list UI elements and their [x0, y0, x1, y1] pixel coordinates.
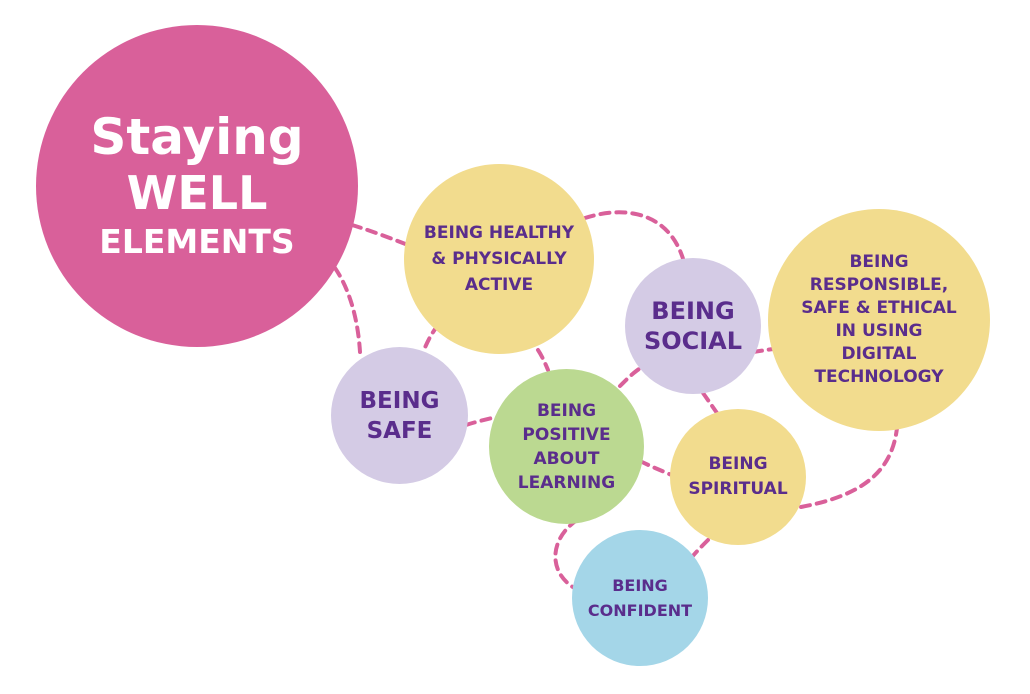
node-being-confident: BEING CONFIDENT: [572, 530, 708, 666]
connector-healthy-social: [583, 210, 686, 264]
connector-main-healthy: [350, 223, 410, 247]
node-digital-line: RESPONSIBLE,: [809, 275, 949, 295]
node-positive-line: LEARNING: [517, 472, 616, 493]
connector-spiritual-digital: [799, 426, 899, 509]
node-being-safe: BEING SAFE: [331, 347, 468, 484]
node-social-line: SOCIAL: [643, 327, 743, 355]
node-digital-line: SAFE & ETHICAL: [801, 298, 957, 318]
connector-positive-confident: [553, 518, 580, 592]
node-social-line: BEING: [651, 297, 735, 325]
node-being-social: BEING SOCIAL: [625, 258, 761, 394]
node-digital-line: DIGITAL: [841, 344, 917, 364]
node-digital-line: TECHNOLOGY: [814, 367, 944, 387]
node-main-line: Staying: [90, 108, 304, 166]
node-safe-line: SAFE: [366, 417, 433, 444]
connector-spiritual-confident: [690, 538, 710, 559]
node-positive-line: BEING: [536, 400, 597, 421]
node-positive-line: POSITIVE: [522, 424, 611, 445]
node-healthy-line: & PHYSICALLY: [431, 249, 567, 269]
connector-safe-positive: [464, 416, 494, 427]
node-confident-line: BEING: [612, 576, 668, 595]
node-spiritual-line: SPIRITUAL: [688, 479, 788, 499]
node-digital-line: IN USING: [835, 321, 923, 341]
connector-positive-spiritual: [638, 459, 676, 478]
node-spiritual-line: BEING: [708, 454, 768, 474]
node-digital-line: BEING: [849, 252, 909, 272]
node-safe-line: BEING: [359, 387, 440, 414]
connector-positive-social: [618, 365, 644, 388]
node-positive-line: ABOUT: [533, 448, 600, 469]
node-main-line: ELEMENTS: [99, 222, 295, 261]
node-main-line: WELL: [126, 166, 268, 220]
node-being-healthy: BEING HEALTHY & PHYSICALLY ACTIVE: [404, 164, 594, 354]
connector-healthy-positive: [536, 348, 550, 372]
node-healthy-line: ACTIVE: [464, 275, 534, 295]
node-being-responsible-digital: BEING RESPONSIBLE, SAFE & ETHICAL IN USI…: [768, 209, 990, 431]
node-staying-well-elements: Staying WELL ELEMENTS: [36, 25, 358, 347]
connector-social-spiritual: [701, 391, 719, 415]
node-confident-line: CONFIDENT: [587, 601, 693, 620]
node-being-positive-about-learning: BEING POSITIVE ABOUT LEARNING: [489, 369, 644, 524]
connector-main-safe: [333, 266, 362, 354]
node-being-spiritual: BEING SPIRITUAL: [670, 409, 806, 545]
node-healthy-line: BEING HEALTHY: [423, 223, 575, 243]
